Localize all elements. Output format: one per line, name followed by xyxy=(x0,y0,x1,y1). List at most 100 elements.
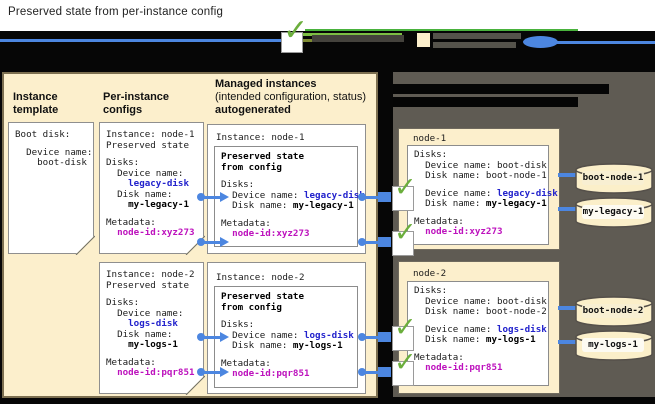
code-line: from config xyxy=(221,161,282,173)
obscured-text-bar xyxy=(433,42,516,48)
code-line: Disk name: boot-node-2 xyxy=(414,306,547,317)
code-line: Device name: logs-disk xyxy=(414,323,547,335)
disk-link-line xyxy=(558,207,576,211)
code-line: Device name: legacy-disk xyxy=(414,187,558,199)
check-icon: ✓ xyxy=(394,217,417,248)
code-line: Disks: xyxy=(106,297,140,308)
code-line: Device name: xyxy=(106,167,184,179)
code-line: Metadata: xyxy=(414,351,464,363)
code-line: Boot disk: xyxy=(15,129,71,140)
disk-link-line xyxy=(558,340,576,344)
folded-corner-icon xyxy=(185,375,205,395)
page-title: Preserved state from per-instance config xyxy=(8,6,224,18)
legend-checkbox: ✓ xyxy=(281,16,308,53)
column-header-per-instance-configs: Per-instance configs xyxy=(103,91,170,116)
code-line: Preserved state xyxy=(221,151,304,162)
code-line: Disks: xyxy=(414,149,448,160)
disk-link-line xyxy=(558,306,576,310)
code-line: node-id:xyz273 xyxy=(425,226,503,237)
check-icon: ✓ xyxy=(394,312,417,343)
code-line: Device name: logs-disk xyxy=(221,329,354,341)
code-line: Disk name: my-logs-1 xyxy=(221,340,343,351)
legend-check-icon: ✓ xyxy=(283,13,309,48)
code-line: Preserved state xyxy=(106,139,189,151)
code-line: Preserved state xyxy=(106,279,189,291)
legend-intended-config-swatch xyxy=(417,33,430,47)
obscured-panel-heading-bar xyxy=(393,97,578,107)
connector-node xyxy=(378,332,391,342)
applied-config-checkbox: ✓ xyxy=(392,314,417,351)
legend-preserved-state-oval xyxy=(523,36,558,48)
disk-label: boot-node-1 xyxy=(582,171,644,185)
code-line: node-id:pqr851 xyxy=(117,367,195,378)
managed-instance-node-1-title: Instance: node-1 xyxy=(216,132,305,143)
code-line: node-id:pqr851 xyxy=(425,362,503,373)
connector-line xyxy=(201,370,221,374)
code-line: Disks: xyxy=(106,157,140,168)
code-line: Disk name: my-legacy-1 xyxy=(221,200,354,211)
applied-config-checkbox: ✓ xyxy=(392,219,417,256)
column-header-managed-instances: Managed instances (intended configuratio… xyxy=(215,78,367,116)
connector-line xyxy=(362,370,378,374)
code-line: Preserved state xyxy=(221,291,304,302)
code-line: my-logs-1 xyxy=(128,339,178,350)
code-line: Device name: boot-disk xyxy=(414,159,547,171)
vm-node-2-title: node-2 xyxy=(413,268,447,279)
connector-arrowhead-icon xyxy=(220,237,229,247)
disk-label: boot-node-2 xyxy=(582,304,644,318)
code-line: from config xyxy=(221,301,282,313)
code-line: Disks: xyxy=(221,179,255,190)
code-line: Device name: xyxy=(15,146,93,158)
code-line: Instance: node-1 xyxy=(106,129,195,140)
code-line: Metadata: xyxy=(221,217,271,229)
code-line: Instance: node-2 xyxy=(106,269,195,280)
connector-line xyxy=(201,335,221,339)
connector-arrowhead-icon xyxy=(220,192,229,202)
vm-node-2-text: Disks: Device name: boot-disk Disk name:… xyxy=(408,282,548,374)
disk-label: my-legacy-1 xyxy=(582,205,644,219)
code-line: Metadata: xyxy=(106,356,156,368)
code-line: node-id:xyz273 xyxy=(232,228,310,239)
disk-cylinder-boot-node-2: boot-node-2 xyxy=(574,295,654,334)
vm-node-1-box: Disks: Device name: boot-disk Disk name:… xyxy=(407,145,558,245)
disk-cylinder-my-legacy-1: my-legacy-1 xyxy=(574,196,654,235)
code-line: Disk name: xyxy=(106,188,173,200)
applied-config-checkbox: ✓ xyxy=(392,349,417,386)
code-line: Disk name: boot-node-1 xyxy=(414,170,547,181)
legend-blue-line-left xyxy=(0,39,281,42)
disk-link-line xyxy=(558,173,576,177)
diagram-frame: ✓ Instance template Per-instance configs… xyxy=(0,16,655,404)
code-line: logs-disk xyxy=(128,318,178,329)
code-line: Device name: legacy-disk xyxy=(221,189,365,201)
folded-corner-icon xyxy=(75,235,95,255)
obscured-text-bar xyxy=(433,33,521,39)
disk-cylinder-boot-node-1: boot-node-1 xyxy=(574,162,654,201)
code-line: Disks: xyxy=(414,285,448,296)
code-line: boot-disk xyxy=(15,157,87,168)
instance-template-card: Boot disk: Device name: boot-disk xyxy=(8,122,95,255)
vm-node-2-box: Disks: Device name: boot-disk Disk name:… xyxy=(407,281,549,386)
code-line: Disk name: my-logs-1 xyxy=(414,334,536,345)
code-line: Metadata: xyxy=(414,215,464,227)
code-line: Disk name: xyxy=(106,328,173,340)
legend-blue-line-right xyxy=(556,41,655,44)
connector-line xyxy=(362,195,378,199)
connector-line xyxy=(362,335,378,339)
obscured-text-bar xyxy=(312,35,404,42)
vm-node-1-card: node-1 Disks: Device name: boot-disk Dis… xyxy=(398,128,560,250)
code-line: Metadata: xyxy=(106,216,156,228)
connector-node xyxy=(378,367,391,377)
disk-cylinder-my-logs-1: my-logs-1 xyxy=(574,329,654,368)
connector-line xyxy=(201,195,221,199)
code-line: Device name: boot-disk xyxy=(414,295,547,307)
vm-node-1-title: node-1 xyxy=(413,133,447,144)
managed-instance-node-2-title: Instance: node-2 xyxy=(216,272,305,283)
